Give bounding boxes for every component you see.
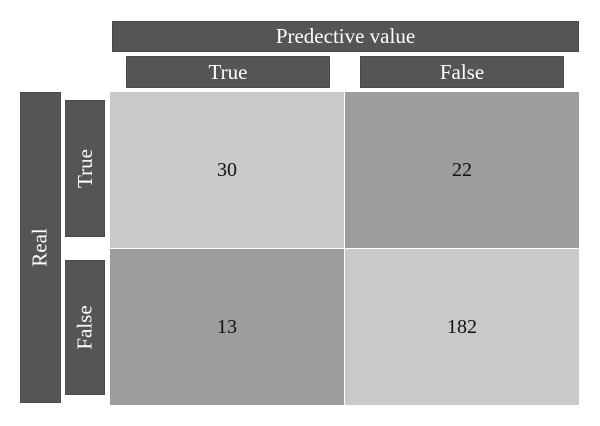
real-true-header: True xyxy=(65,100,105,237)
cell-false-negative: 22 xyxy=(345,92,579,248)
real-axis-header: Real xyxy=(20,92,61,403)
cell-true-negative: 182 xyxy=(345,249,579,405)
predicted-true-header: True xyxy=(126,56,330,88)
predicted-false-label: False xyxy=(439,59,485,84)
real-false-header: False xyxy=(65,260,105,395)
real-false-label: False xyxy=(72,305,97,350)
real-true-label: True xyxy=(72,149,97,188)
predicted-false-header: False xyxy=(360,56,564,88)
cell-false-positive: 13 xyxy=(110,249,344,405)
predicted-axis-title: Predective value xyxy=(275,24,416,48)
cell-true-positive: 30 xyxy=(110,92,344,248)
cell-true-positive-value: 30 xyxy=(217,158,237,181)
predicted-true-label: True xyxy=(208,59,248,84)
cell-true-negative-value: 182 xyxy=(447,315,477,338)
cell-false-positive-value: 13 xyxy=(217,315,237,338)
cell-false-negative-value: 22 xyxy=(452,158,472,181)
predicted-axis-header: Predective value xyxy=(112,21,579,52)
real-axis-title: Real xyxy=(27,228,52,267)
